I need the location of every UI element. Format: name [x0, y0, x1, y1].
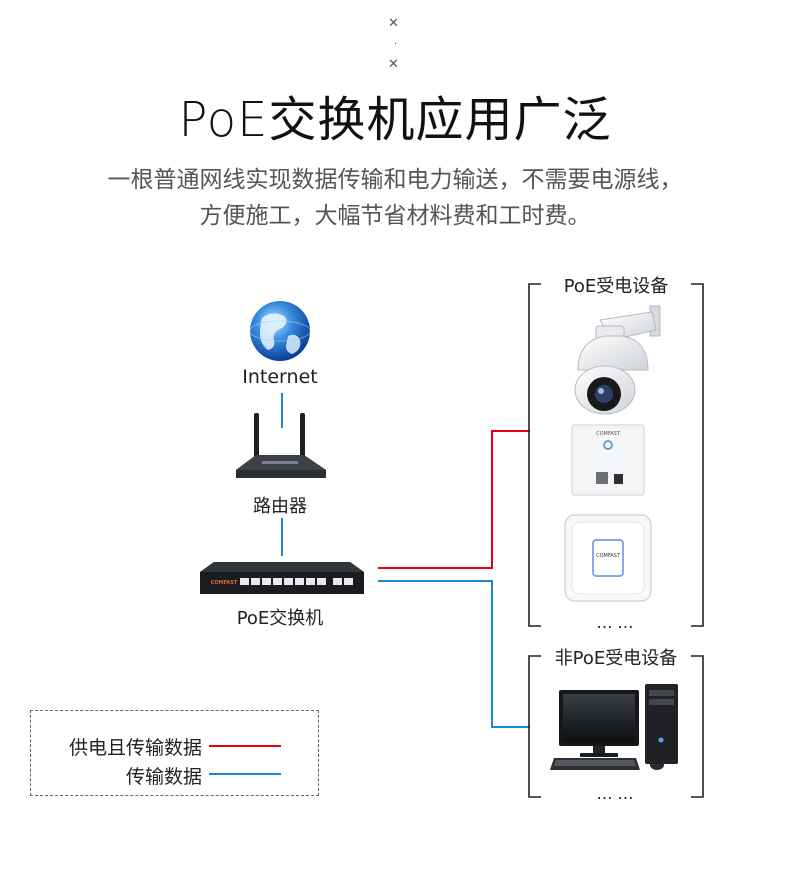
non-poe-devices-title: 非PoE受电设备 — [554, 648, 678, 669]
subtitle-line-1: 一根普通网线实现数据传输和电力输送，不需要电源线， — [107, 167, 683, 193]
legend-data-label: 传输数据 — [125, 766, 202, 788]
legend-box: 供电且传输数据 传输数据 — [30, 710, 319, 796]
internet-globe-icon — [249, 301, 311, 361]
data-only-line — [378, 580, 530, 728]
wall-panel-ap-icon — [571, 424, 645, 496]
top-cross-1: ✕ — [388, 16, 399, 31]
legend-power-data-label: 供电且传输数据 — [68, 737, 202, 759]
panel-brand-label: COMFAST — [596, 431, 620, 437]
legend-data-swatch — [209, 773, 281, 775]
subtitle-line-2: 方便施工，大幅节省材料费和工时费。 — [199, 203, 591, 229]
poe-devices-bracket — [528, 283, 704, 627]
non-poe-devices-ellipsis: … … — [596, 784, 634, 803]
power-data-line — [378, 430, 530, 569]
page-title: PoE交换机应用广泛 — [178, 92, 612, 148]
internet-label: Internet — [242, 366, 318, 388]
ceiling-ap-icon — [564, 514, 652, 602]
poe-devices-title: PoE受电设备 — [563, 276, 669, 297]
router-icon — [236, 413, 326, 478]
legend-power-data-swatch — [209, 745, 281, 747]
router-label: 路由器 — [253, 496, 307, 517]
switch-brand-label: COMFAST — [210, 580, 238, 586]
ptz-camera-icon — [574, 305, 661, 415]
desktop-pc-icon — [550, 684, 678, 770]
non-poe-devices-bracket — [528, 655, 704, 798]
ap-brand-label: COMFAST — [596, 553, 620, 559]
switch-label: PoE交换机 — [236, 608, 324, 629]
poe-devices-ellipsis: … … — [596, 613, 634, 632]
top-dot: · — [394, 39, 398, 50]
poe-switch-icon — [200, 562, 364, 594]
top-cross-2: ✕ — [388, 57, 399, 72]
